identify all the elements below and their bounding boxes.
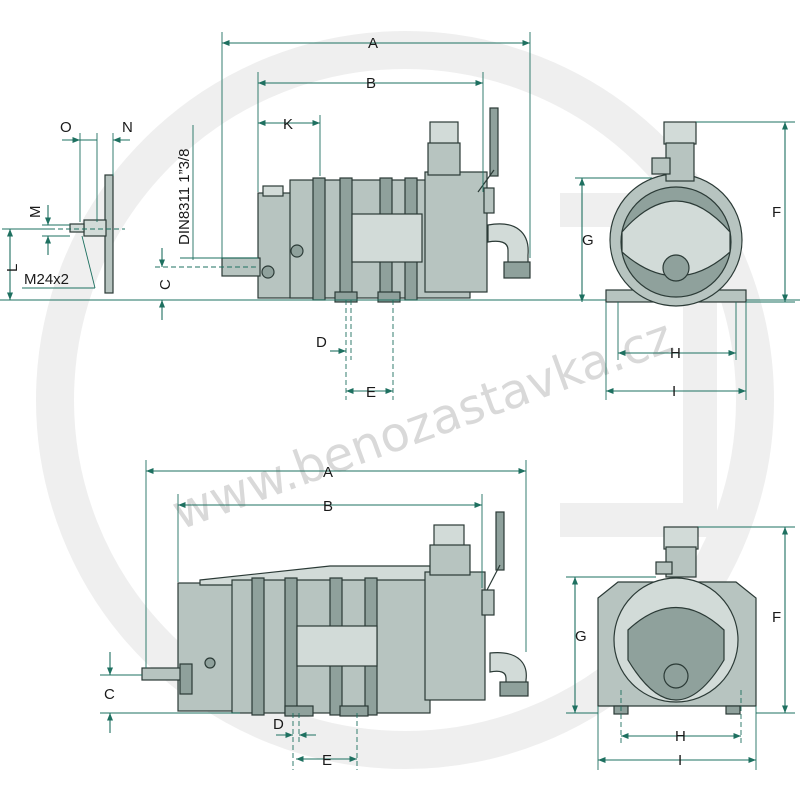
bottom-dim-d: D	[273, 713, 316, 770]
top-front-dim-i: I	[605, 302, 747, 400]
top-dim-din: DIN8311 1”3/8	[176, 125, 258, 260]
bottom-front-view: F G H I	[566, 526, 795, 770]
top-dim-k: K	[258, 115, 321, 176]
top-dim-d: D	[316, 300, 352, 400]
top-front-label-h: H	[670, 345, 681, 362]
top-label-n: N	[122, 119, 133, 136]
top-label-m: M	[27, 206, 44, 219]
top-label-din: DIN8311 1”3/8	[176, 149, 193, 245]
top-front-label-f: F	[772, 204, 781, 221]
top-pump-body	[221, 107, 531, 303]
bottom-label-e: E	[322, 752, 332, 769]
top-flange	[50, 174, 125, 294]
top-dim-l: L	[2, 228, 50, 300]
bottom-front-label-g: G	[575, 628, 587, 645]
top-label-thread: M24x2	[24, 271, 69, 288]
top-dim-a: A	[221, 32, 531, 258]
bottom-pump-body	[141, 511, 529, 717]
bottom-front-dim-g: G	[566, 576, 656, 714]
top-dim-o-n: O N	[60, 119, 133, 222]
top-front-view: F G H I	[575, 121, 795, 400]
bottom-label-b: B	[323, 498, 333, 515]
top-side-view: A B K DIN8311 1”3/8 C	[0, 32, 800, 401]
top-front-label-i: I	[672, 383, 676, 400]
top-label-d: D	[316, 334, 327, 351]
bottom-label-d: D	[273, 716, 284, 733]
top-dim-e: E	[346, 300, 394, 401]
bottom-front-label-i: I	[678, 752, 682, 769]
top-thread-callout: M24x2	[22, 235, 96, 289]
bottom-dim-c: C	[100, 652, 240, 733]
bottom-side-view: A B C D E	[100, 460, 529, 770]
top-label-c: C	[157, 279, 174, 290]
bottom-dim-a: A	[145, 460, 527, 668]
bottom-front-label-f: F	[772, 609, 781, 626]
bottom-front-dim-i: I	[597, 706, 757, 770]
bottom-dim-b: B	[177, 494, 483, 588]
bottom-label-a: A	[323, 464, 333, 481]
top-label-k: K	[283, 116, 293, 133]
top-label-b: B	[366, 75, 376, 92]
top-label-a: A	[368, 35, 378, 52]
bottom-front-dim-f: F	[698, 526, 795, 714]
bottom-front-dim-h: H	[620, 690, 742, 745]
top-front-dim-g: G	[575, 177, 652, 302]
top-label-o: O	[60, 119, 72, 136]
bottom-front-label-h: H	[675, 728, 686, 745]
top-dim-m: M	[27, 205, 70, 255]
top-label-l: L	[4, 264, 21, 272]
bottom-label-c: C	[104, 686, 115, 703]
top-front-dim-f: F	[696, 121, 795, 303]
bottom-dim-e: E	[296, 713, 358, 770]
top-front-label-g: G	[582, 232, 594, 249]
top-dim-b: B	[257, 72, 484, 192]
top-front-dim-h: H	[617, 302, 737, 362]
top-label-e: E	[366, 384, 376, 401]
